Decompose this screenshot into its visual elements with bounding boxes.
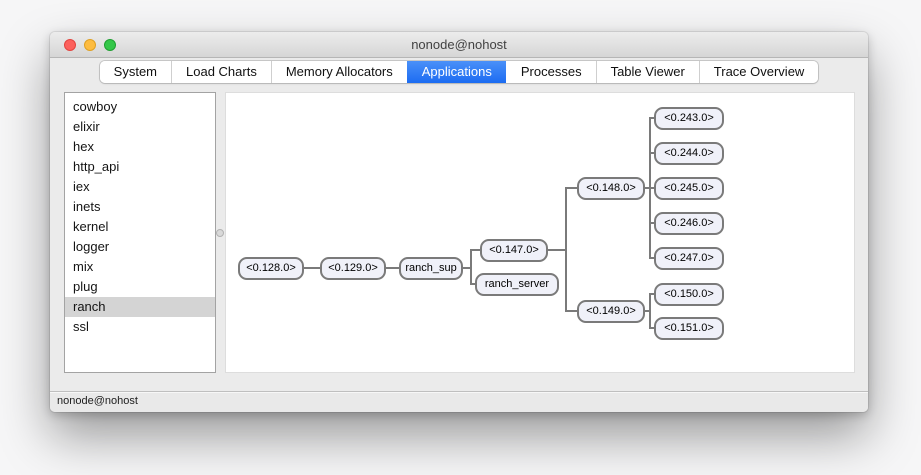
title-bar: nonode@nohost (50, 32, 868, 58)
process-node[interactable]: ranch_server (475, 272, 559, 296)
process-node[interactable]: <0.129.0> (320, 256, 386, 280)
tab-memory-allocators[interactable]: Memory Allocators (270, 61, 407, 83)
sidebar-item-logger[interactable]: logger (73, 239, 110, 254)
sidebar-item-mix[interactable]: mix (73, 259, 94, 274)
process-node[interactable]: ranch_sup (399, 256, 463, 280)
tree-edge (645, 293, 654, 312)
status-node-name: nonode@nohost (57, 395, 138, 407)
sidebar-item-ranch[interactable]: ranch (65, 297, 215, 317)
process-node[interactable]: <0.243.0> (654, 106, 724, 130)
process-node[interactable]: <0.247.0> (654, 246, 724, 270)
tree-edge (548, 187, 577, 251)
tab-bar: System Load Charts Memory Allocators App… (50, 61, 868, 83)
status-bar: nonode@nohost (50, 391, 868, 412)
zoom-button[interactable] (104, 39, 116, 51)
process-node[interactable]: <0.151.0> (654, 316, 724, 340)
sidebar-item-elixir[interactable]: elixir (73, 119, 100, 134)
sidebar-item-iex[interactable]: iex (73, 179, 90, 194)
splitter-handle[interactable] (216, 229, 224, 237)
sidebar-item-plug[interactable]: plug (73, 279, 98, 294)
tab-processes[interactable]: Processes (505, 61, 596, 83)
tab-applications[interactable]: Applications (406, 61, 506, 83)
process-node[interactable]: <0.244.0> (654, 141, 724, 165)
sidebar-item-hex[interactable]: hex (73, 139, 94, 154)
sidebar-item-inets[interactable]: inets (73, 199, 101, 214)
tree-edge (463, 249, 480, 269)
tab-trace-overview[interactable]: Trace Overview (698, 61, 819, 83)
process-node[interactable]: <0.246.0> (654, 211, 724, 235)
observer-window: nonode@nohost System Load Charts Memory … (50, 32, 868, 412)
window-controls (64, 39, 116, 51)
process-node[interactable]: <0.245.0> (654, 176, 724, 200)
process-node[interactable]: <0.149.0> (577, 299, 645, 323)
tab-load-charts[interactable]: Load Charts (171, 61, 271, 83)
process-node[interactable]: <0.128.0> (238, 256, 304, 280)
tree-edge (463, 267, 475, 285)
close-button[interactable] (64, 39, 76, 51)
sidebar-item-http_api[interactable]: http_api (73, 159, 120, 174)
sidebar-item-ssl[interactable]: ssl (73, 319, 89, 334)
tab-strip: System Load Charts Memory Allocators App… (99, 61, 819, 83)
process-node[interactable]: <0.150.0> (654, 282, 724, 306)
window-title: nonode@nohost (411, 37, 507, 52)
tree-edge (645, 187, 654, 259)
tab-system[interactable]: System (99, 61, 172, 83)
sidebar-item-kernel[interactable]: kernel (73, 219, 109, 234)
application-list: cowboy elixir hex http_api iex inets ker… (64, 92, 216, 373)
process-node[interactable]: <0.147.0> (480, 238, 548, 262)
sidebar-item-cowboy[interactable]: cowboy (73, 99, 118, 114)
minimize-button[interactable] (84, 39, 96, 51)
tree-edge (645, 310, 654, 329)
process-tree-panel: <0.128.0> <0.129.0> ranch_sup <0.147.0> ranc… (225, 92, 855, 373)
tree-edge (548, 249, 577, 312)
process-node[interactable]: <0.148.0> (577, 176, 645, 200)
tree-edges (304, 117, 654, 329)
tab-table-viewer[interactable]: Table Viewer (595, 61, 699, 83)
tree-edge (645, 152, 654, 189)
